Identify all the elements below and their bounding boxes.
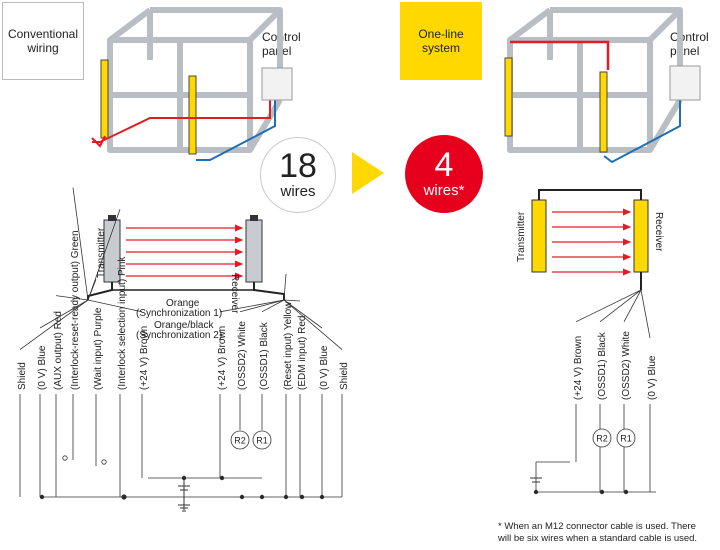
- wire-label: (OSSD1) Black: [259, 321, 270, 390]
- wire-label: (0 V) Blue: [319, 345, 330, 390]
- wire-label: (OSSD2) White: [621, 331, 632, 400]
- light-curtain-right-tx: [504, 57, 513, 137]
- wire-count-number: 18: [279, 147, 317, 185]
- sync2-color: Orange/black: [154, 320, 214, 331]
- one-line-system-label: One-line system: [400, 2, 482, 80]
- transmitter-label-left: Transmitter: [96, 227, 107, 278]
- load-r1: [616, 428, 636, 448]
- receiver-label-left: Receiver: [229, 274, 240, 314]
- load-r2: [592, 428, 612, 448]
- wire-label: (0 V) Blue: [647, 355, 658, 400]
- wire-label: (Interlock selection input) Pink: [117, 256, 128, 390]
- sync2-name: (Synchronization 2): [136, 330, 223, 341]
- receiver-unit-right: [633, 199, 649, 273]
- wire-label: (+24 V) Brown: [139, 326, 150, 390]
- control-panel-box-right: [669, 65, 701, 101]
- wire-count-badge-conventional: 18 wires: [260, 137, 336, 213]
- wire-label: (OSSD1) Black: [597, 331, 608, 400]
- light-curtain-left-tx: [100, 59, 109, 139]
- transmitter-wire-labels: Shield (0 V) Blue (AUX output) Red (Interlo…: [17, 230, 150, 390]
- wire-label: (Wait input) Purple: [93, 307, 104, 390]
- load-label: R2: [234, 436, 246, 446]
- terminal: [62, 455, 68, 461]
- wire-label: (EDM input) Red: [297, 316, 308, 390]
- load-label: R1: [620, 434, 632, 444]
- conventional-wiring-label: Conventional wiring: [2, 2, 84, 80]
- sync1-name: (Synchronization 1): [136, 308, 223, 319]
- wire-count-badge-one-line: 4 wires*: [405, 135, 483, 213]
- one-line-wire-labels: (+24 V) Brown (OSSD1) Black (OSSD2) White (…: [573, 331, 658, 400]
- wire-label: (+24 V) Brown: [573, 336, 584, 400]
- wire-count-unit: wires*: [423, 182, 465, 199]
- light-curtain-left-rx: [188, 75, 197, 155]
- frame-right: [507, 7, 683, 153]
- wire-label: (Reset input) Yellow: [283, 301, 294, 390]
- load-r1: [252, 430, 272, 450]
- transmitter-unit-right: [531, 199, 547, 273]
- control-panel-box-left: [261, 67, 293, 101]
- receiver-label-right: Receiver: [653, 212, 664, 252]
- receiver-wire-labels: (+24 V) Brown (OSSD2) White (OSSD1) Black (…: [217, 301, 350, 390]
- wire-count-unit: wires: [280, 183, 316, 200]
- transmitter-label-right: Transmitter: [516, 211, 527, 262]
- beams-left: [126, 224, 244, 280]
- wire-label: Shield: [339, 362, 350, 390]
- terminal: [101, 459, 107, 465]
- load-label: R1: [256, 436, 268, 446]
- load-label: R2: [596, 434, 608, 444]
- wire-label: Shield: [17, 362, 28, 390]
- arrow-right-icon: [352, 152, 384, 194]
- wire-label: (+24 V) Brown: [217, 326, 228, 390]
- load-r2: [230, 430, 250, 450]
- footnote: * When an M12 connector cable is used. T…: [498, 521, 698, 544]
- wire-label: (AUX output) Red: [53, 311, 64, 390]
- wire-count-number: 4: [434, 146, 454, 184]
- wire-blue-left: [196, 98, 276, 161]
- sync1-color: Orange: [166, 298, 200, 309]
- light-curtain-right-rx: [599, 71, 608, 153]
- wire-label: (OSSD2) White: [237, 321, 248, 390]
- wire-blue-right: [603, 100, 681, 164]
- receiver-unit-left: [245, 219, 263, 283]
- wire-label: (Interlock-reset-ready output) Green: [70, 230, 81, 390]
- beams-right: [552, 208, 632, 276]
- wire-label: (0 V) Blue: [37, 345, 48, 390]
- wire-red-right: [510, 40, 610, 70]
